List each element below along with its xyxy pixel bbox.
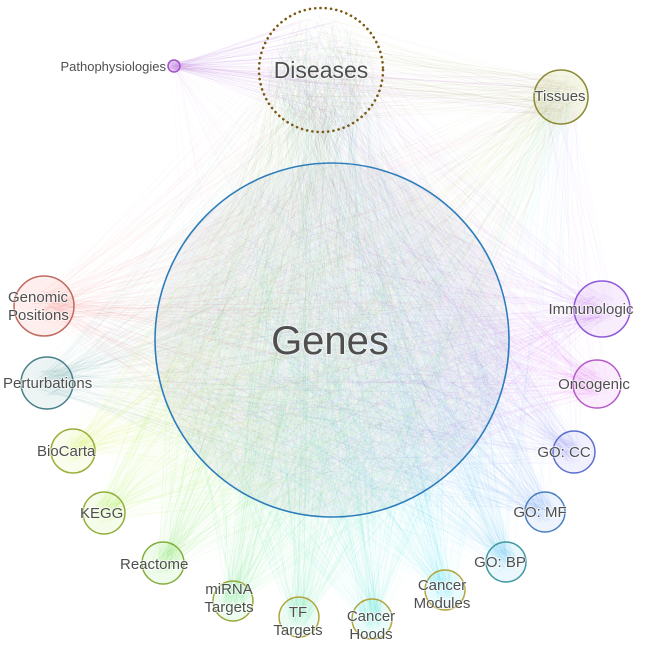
node-diseases[interactable] [257, 6, 385, 134]
node-cancer_modules[interactable] [424, 569, 466, 611]
node-label-diseases: Diseases [274, 57, 369, 83]
node-go_bp[interactable] [485, 541, 527, 583]
node-label-pathophysiologies: Pathophysiologies [60, 59, 166, 74]
edge-bundles [28, 15, 617, 630]
node-biocarta[interactable] [50, 428, 96, 474]
node-immunologic[interactable] [573, 280, 631, 338]
node-kegg[interactable] [82, 491, 126, 535]
node-label-perturbations: Perturbations [3, 375, 92, 392]
node-label-biocarta: BioCarta [37, 443, 96, 460]
node-tf_targets[interactable] [278, 596, 320, 638]
node-cancer_hoods[interactable] [351, 598, 393, 640]
node-label-reactome: Reactome [120, 556, 188, 573]
node-tissues[interactable] [533, 69, 589, 125]
node-genomic_positions[interactable] [13, 275, 75, 337]
node-genes[interactable] [154, 162, 510, 518]
node-label-genes: Genes [271, 319, 389, 363]
node-label-go_bp: GO: BP [474, 554, 526, 571]
node-label-kegg: KEGG [80, 505, 123, 522]
node-oncogenic[interactable] [572, 359, 622, 409]
node-label-immunologic: Immunologic [548, 301, 634, 318]
node-mirna_targets[interactable] [212, 580, 254, 622]
node-perturbations[interactable] [20, 356, 74, 410]
node-label-oncogenic: Oncogenic [558, 376, 630, 393]
node-pathophysiologies[interactable] [167, 59, 181, 73]
node-go_cc[interactable] [552, 430, 596, 474]
node-label-tissues: Tissues [534, 88, 585, 105]
node-circles [13, 6, 631, 640]
node-label-go_mf: GO: MF [513, 504, 566, 521]
node-label-go_cc: GO: CC [537, 444, 591, 461]
node-reactome[interactable] [141, 541, 185, 585]
node-go_mf[interactable] [524, 491, 566, 533]
